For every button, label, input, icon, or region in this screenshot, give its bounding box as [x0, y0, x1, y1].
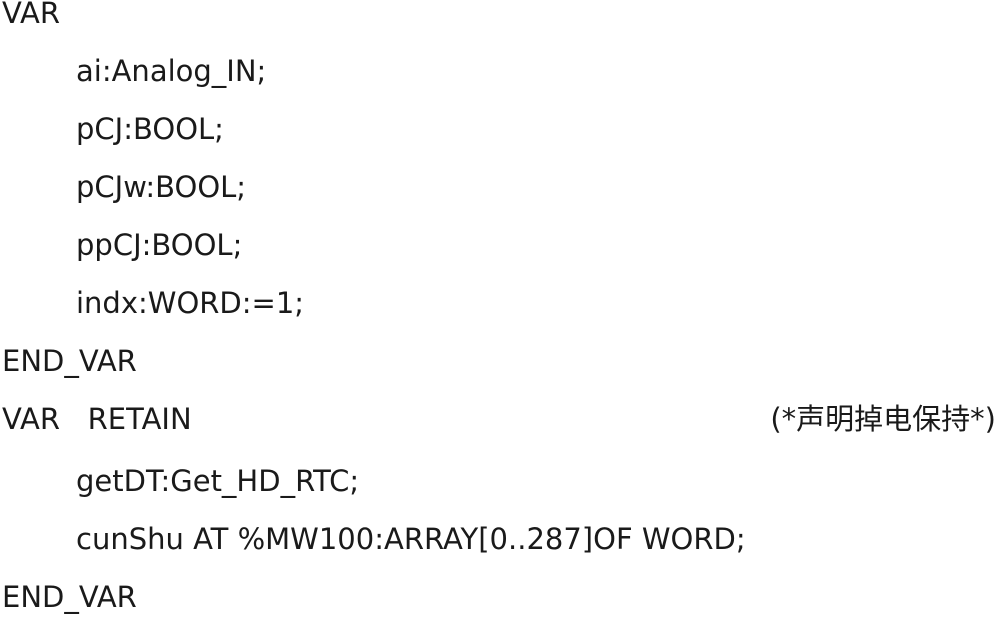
retain-comment: (*声明掉电保持*) [770, 402, 996, 436]
code-line-end-var-1: END_VAR [2, 344, 137, 378]
code-listing: VAR ai:Analog_IN; pCJ:BOOL; pCJw:BOOL; p… [2, 0, 996, 614]
code-line-getdt: getDT:Get_HD_RTC; [76, 464, 360, 498]
code-line-pcj: pCJ:BOOL; [76, 112, 224, 146]
code-line-indx: indx:WORD:=1; [76, 286, 305, 320]
code-line-cunshu: cunShu AT %MW100:ARRAY[0..287]OF WORD; [76, 522, 746, 556]
code-line-pcjw: pCJw:BOOL; [76, 170, 247, 204]
code-line-var-retain: VAR RETAIN [2, 402, 192, 436]
code-line-ai: ai:Analog_IN; [76, 54, 267, 88]
code-line-ppcj: ppCJ:BOOL; [76, 228, 243, 262]
code-line-end-var-2: END_VAR [2, 580, 137, 614]
code-line-var: VAR [2, 0, 60, 30]
